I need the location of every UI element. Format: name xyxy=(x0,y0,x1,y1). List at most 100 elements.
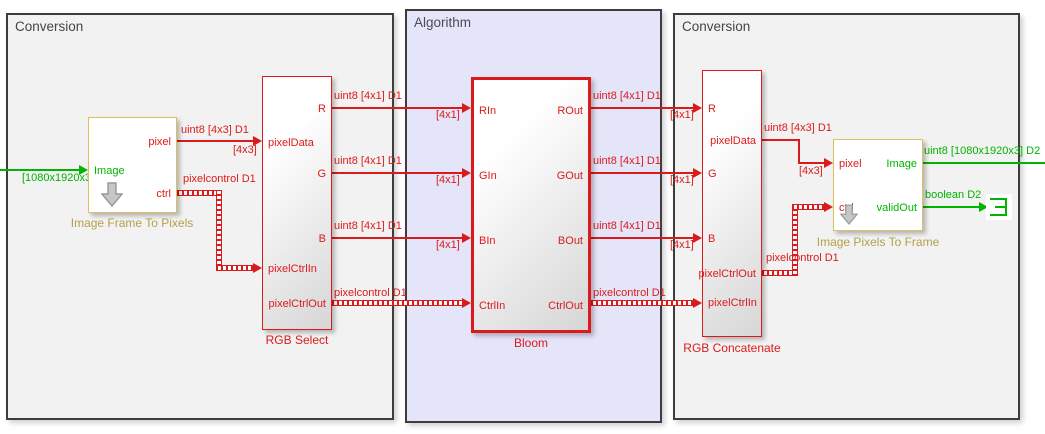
block-bloom[interactable]: RIn GIn BIn CtrlIn ROut GOut BOut CtrlOu… xyxy=(471,77,591,333)
port-rout[interactable]: ROut xyxy=(557,105,583,117)
port-rin[interactable]: RIn xyxy=(479,105,497,117)
block-name-image-pixels-to-frame[interactable]: Image Pixels To Frame xyxy=(816,235,940,249)
port-ctrlin[interactable]: CtrlIn xyxy=(479,300,506,312)
signal-label-chan-type: uint8 [4x1] D1 xyxy=(593,155,661,167)
port-pixelctrlout[interactable]: pixelCtrlOut xyxy=(698,268,756,280)
arrowhead-icon xyxy=(462,298,471,308)
signal-label-chan-dims: [4x1] xyxy=(670,239,694,251)
wire-ctrl-4[interactable] xyxy=(792,204,798,276)
wire-rout[interactable] xyxy=(591,107,693,109)
block-name-bloom[interactable]: Bloom xyxy=(513,336,548,350)
wire-ctrl-4[interactable] xyxy=(792,204,824,210)
signal-label-chan-type: uint8 [4x1] D1 xyxy=(334,155,402,167)
terminator-icon xyxy=(990,198,1007,216)
region-algorithm[interactable]: Algorithm xyxy=(405,9,662,423)
arrowhead-icon xyxy=(979,202,988,212)
arrowhead-icon xyxy=(462,103,471,113)
port-pixel[interactable]: pixel xyxy=(148,136,171,148)
signal-label-ctrl-type: pixelcontrol D1 xyxy=(334,287,407,299)
wire-r[interactable] xyxy=(332,107,462,109)
signal-label-chan-dims: [4x1] xyxy=(670,109,694,121)
signal-label-chan-dims: [4x1] xyxy=(670,174,694,186)
wire-ctrl-1[interactable] xyxy=(177,190,222,196)
port-g[interactable]: G xyxy=(708,168,717,180)
wire-ctrl-4[interactable] xyxy=(762,270,798,276)
wire-bout[interactable] xyxy=(591,237,693,239)
port-r[interactable]: R xyxy=(708,103,716,115)
port-gout[interactable]: GOut xyxy=(556,170,583,182)
signal-label-ctrl-type: pixelcontrol D1 xyxy=(183,173,256,185)
port-pixeldata[interactable]: pixelData xyxy=(710,135,756,147)
port-b[interactable]: B xyxy=(708,233,716,245)
wire-concat-pixeldata[interactable] xyxy=(762,139,800,141)
arrowhead-icon xyxy=(462,233,471,243)
wire-concat-pixeldata[interactable] xyxy=(798,139,800,164)
signal-label-frame-out-type: uint8 [1080x1920x3] D2 xyxy=(924,145,1041,157)
frame-down-arrow-icon xyxy=(840,204,858,225)
signal-label-chan-type: uint8 [4x1] D1 xyxy=(334,90,402,102)
signal-label-pixel-dims: [4x3] xyxy=(799,165,823,177)
port-bout[interactable]: BOut xyxy=(557,235,583,247)
port-pixeldata[interactable]: pixelData xyxy=(268,137,314,149)
arrowhead-icon xyxy=(462,168,471,178)
wire-ctrl-1[interactable] xyxy=(216,190,222,271)
block-image-frame-to-pixels[interactable]: Image pixel ctrl xyxy=(88,117,177,213)
wire-validout[interactable] xyxy=(923,206,980,208)
arrowhead-icon xyxy=(693,298,702,308)
signal-label-pixel-type: uint8 [4x3] D1 xyxy=(181,124,249,136)
arrowhead-icon xyxy=(253,263,262,273)
wire-ctrl-2[interactable] xyxy=(332,300,462,306)
block-name-image-frame-to-pixels[interactable]: Image Frame To Pixels xyxy=(70,216,194,230)
port-pixelctrlout[interactable]: pixelCtrlOut xyxy=(268,298,326,310)
signal-label-chan-type: uint8 [4x1] D1 xyxy=(593,220,661,232)
arrowhead-icon xyxy=(693,168,702,178)
region-title[interactable]: Conversion xyxy=(15,19,84,34)
port-gin[interactable]: GIn xyxy=(479,170,497,182)
signal-label-chan-dims: [4x1] xyxy=(436,239,460,251)
arrowhead-icon xyxy=(693,103,702,113)
wire-ctrl-1[interactable] xyxy=(216,265,253,271)
port-validout[interactable]: validOut xyxy=(876,202,917,214)
port-ctrlout[interactable]: CtrlOut xyxy=(548,300,583,312)
port-image[interactable]: Image xyxy=(886,158,917,170)
region-title[interactable]: Conversion xyxy=(682,19,751,34)
signal-label-pixel-dims: [4x3] xyxy=(233,144,257,156)
arrowhead-icon xyxy=(79,165,88,175)
port-g[interactable]: G xyxy=(317,168,326,180)
signal-label-chan-dims: [4x1] xyxy=(436,174,460,186)
port-pixelctrlin[interactable]: pixelCtrlIn xyxy=(708,297,757,309)
block-rgb-concatenate[interactable]: R G B pixelCtrlIn pixelData pixelCtrlOut xyxy=(698,70,762,337)
wire-pixel[interactable] xyxy=(177,140,254,142)
signal-label-input-dims: [1080x1920x3] xyxy=(22,172,95,184)
port-image[interactable]: Image xyxy=(94,165,125,177)
signal-label-chan-type: uint8 [4x1] D1 xyxy=(334,220,402,232)
arrowhead-icon xyxy=(824,158,833,168)
block-name-rgb-concatenate[interactable]: RGB Concatenate xyxy=(683,341,781,355)
port-b[interactable]: B xyxy=(318,233,326,245)
wire-concat-pixeldata[interactable] xyxy=(798,162,825,164)
port-bin[interactable]: BIn xyxy=(479,235,496,247)
block-terminator[interactable] xyxy=(986,194,1012,220)
port-ctrl[interactable]: ctrl xyxy=(156,188,171,200)
block-rgb-select[interactable]: pixelData pixelCtrlIn R G B pixelCtrlOut xyxy=(262,76,332,330)
wire-g[interactable] xyxy=(332,172,462,174)
block-image-pixels-to-frame[interactable]: pixel ctrl Image validOut xyxy=(833,139,923,231)
signal-label-chan-type: uint8 [4x1] D1 xyxy=(593,90,661,102)
signal-label-valid-out-type: boolean D2 xyxy=(925,189,982,201)
signal-label-pixel-type: uint8 [4x3] D1 xyxy=(764,122,832,134)
arrowhead-icon xyxy=(253,136,262,146)
arrowhead-icon xyxy=(693,233,702,243)
wire-gout[interactable] xyxy=(591,172,693,174)
wire-frame-input[interactable] xyxy=(0,169,80,171)
signal-label-chan-dims: [4x1] xyxy=(436,109,460,121)
signal-label-ctrl-type: pixelcontrol D1 xyxy=(593,287,666,299)
wire-image-output[interactable] xyxy=(923,162,1045,164)
wire-ctrl-3[interactable] xyxy=(591,300,693,306)
port-r[interactable]: R xyxy=(318,103,326,115)
port-pixel[interactable]: pixel xyxy=(839,158,862,170)
block-name-rgb-select[interactable]: RGB Select xyxy=(265,333,329,347)
port-pixelctrlin[interactable]: pixelCtrlIn xyxy=(268,263,317,275)
wire-b[interactable] xyxy=(332,237,462,239)
region-title[interactable]: Algorithm xyxy=(414,15,472,30)
